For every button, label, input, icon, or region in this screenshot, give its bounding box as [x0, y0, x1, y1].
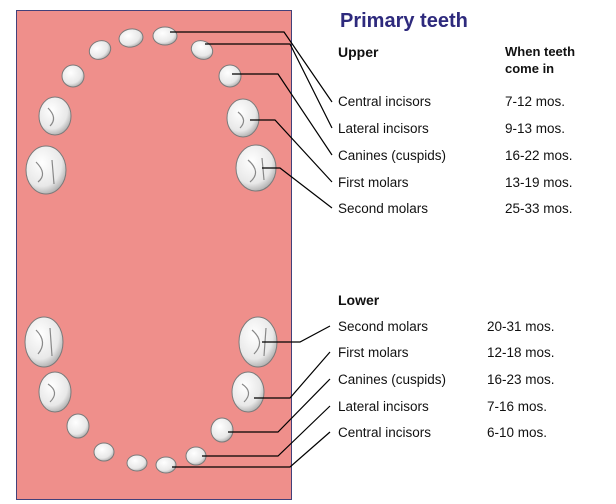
upper-tooth-time: 16-22 mos.: [505, 148, 573, 163]
column-header-line1: When teeth: [505, 43, 605, 60]
lower-left-central-incisor: [127, 455, 147, 471]
upper-left-canine: [62, 65, 84, 87]
upper-right-lateral-incisor: [188, 37, 216, 63]
upper-tooth-name: Central incisors: [338, 94, 431, 109]
lower-tooth-name: Central incisors: [338, 425, 431, 440]
upper-tooth-name: Lateral incisors: [338, 121, 429, 136]
lower-tooth-time: 20-31 mos.: [487, 319, 555, 334]
lower-tooth-name: First molars: [338, 345, 409, 360]
upper-tooth-name: Second molars: [338, 201, 428, 216]
upper-left-second-molar: [26, 146, 66, 194]
lower-right-canine: [211, 418, 233, 442]
lower-tooth-name: Second molars: [338, 319, 428, 334]
upper-left-first-molar: [39, 97, 71, 135]
lower-tooth-time: 12-18 mos.: [487, 345, 555, 360]
upper-tooth-time: 7-12 mos.: [505, 94, 565, 109]
upper-arch: [26, 27, 276, 194]
lower-left-second-molar: [25, 317, 63, 367]
lower-left-lateral-incisor: [94, 443, 114, 461]
upper-heading: Upper: [338, 44, 378, 60]
lower-arch: [25, 317, 277, 473]
lower-heading: Lower: [338, 292, 379, 308]
upper-tooth-time: 25-33 mos.: [505, 201, 573, 216]
upper-tooth-name: Canines (cuspids): [338, 148, 446, 163]
upper-tooth-time: 9-13 mos.: [505, 121, 565, 136]
column-header: When teeth come in: [505, 43, 605, 77]
lower-tooth-time: 16-23 mos.: [487, 372, 555, 387]
upper-right-canine: [219, 65, 241, 87]
upper-left-lateral-incisor: [86, 37, 114, 63]
upper-tooth-name: First molars: [338, 175, 409, 190]
column-header-line2: come in: [505, 60, 605, 77]
page-title: Primary teeth: [340, 10, 468, 33]
lower-left-canine: [67, 414, 89, 438]
lower-tooth-name: Canines (cuspids): [338, 372, 446, 387]
upper-left-central-incisor: [118, 27, 145, 49]
lower-right-central-incisor: [156, 457, 176, 473]
upper-right-central-incisor: [153, 27, 177, 45]
upper-tooth-time: 13-19 mos.: [505, 175, 573, 190]
lower-tooth-name: Lateral incisors: [338, 399, 429, 414]
lower-tooth-time: 7-16 mos.: [487, 399, 547, 414]
lower-tooth-time: 6-10 mos.: [487, 425, 547, 440]
